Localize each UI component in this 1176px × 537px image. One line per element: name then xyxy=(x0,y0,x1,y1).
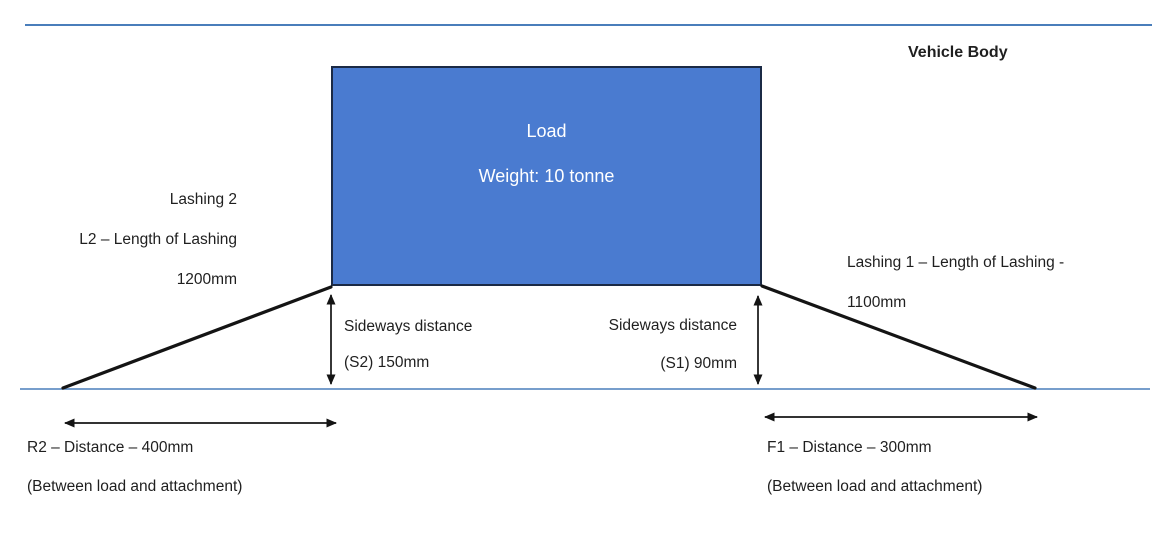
r2-distance-note: (Between load and attachment) xyxy=(27,478,243,495)
sideways-s1-label: Sideways distance xyxy=(608,317,737,334)
sideways-s2-label-block: Sideways distance (S2) 150mm xyxy=(344,317,544,373)
vehicle-body-label: Vehicle Body xyxy=(908,44,1008,61)
r2-distance-value: R2 – Distance – 400mm xyxy=(27,439,194,456)
lashing2-length-value: 1200mm xyxy=(176,271,237,288)
sideways-s1-label-block: Sideways distance (S1) 90mm xyxy=(557,316,737,374)
lashing1-line xyxy=(760,284,1037,390)
r2-distance-label-block: R2 – Distance – 400mm (Between load and … xyxy=(27,438,347,497)
lashing1-length-label: Lashing 1 – Length of Lashing - xyxy=(847,254,1065,271)
lashing2-name: Lashing 2 xyxy=(169,191,237,208)
lashing2-label-block: Lashing 2 L2 – Length of Lashing 1200mm xyxy=(27,190,237,290)
f1-distance-label-block: F1 – Distance – 300mm (Between load and … xyxy=(767,438,1087,497)
sideways-s1-value: (S1) 90mm xyxy=(660,355,737,372)
sideways-s2-label: Sideways distance xyxy=(344,318,473,335)
f1-distance-note: (Between load and attachment) xyxy=(767,478,983,495)
sideways-s2-value: (S2) 150mm xyxy=(344,354,430,371)
lashing1-label-block: Lashing 1 – Length of Lashing - 1100mm xyxy=(847,253,1127,313)
lashing2-length-label: L2 – Length of Lashing xyxy=(79,231,237,248)
load-weight-label: Weight: 10 tonne xyxy=(478,166,615,186)
lashing2-line xyxy=(61,285,333,390)
load-box: Load Weight: 10 tonne xyxy=(331,66,762,286)
load-title: Load xyxy=(526,121,567,141)
lashing1-length-value: 1100mm xyxy=(847,294,907,311)
f1-distance-value: F1 – Distance – 300mm xyxy=(767,439,932,456)
